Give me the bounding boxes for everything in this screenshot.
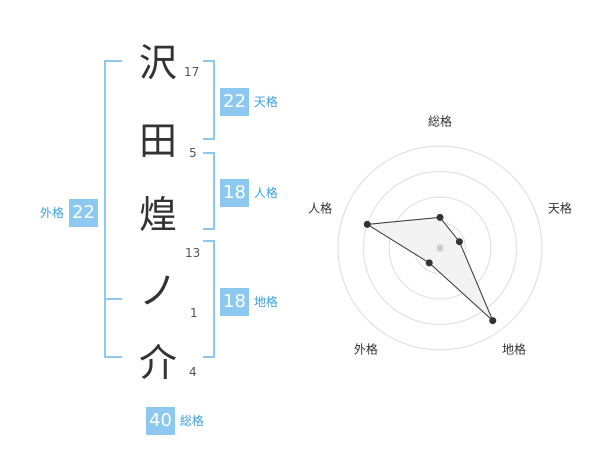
chikaku-label: 地格 (253, 295, 278, 309)
radar-ring (363, 171, 517, 325)
radar-point-2 (455, 238, 463, 246)
radar-point-3 (489, 317, 497, 325)
radar-shape (363, 213, 497, 325)
soukaku-badge-group: 40 総格 (146, 407, 204, 435)
radar-polygon (365, 216, 494, 321)
chikaku-value: 18 (220, 288, 249, 316)
name-char-4: ノ (138, 269, 177, 313)
chikaku-badge-group: 18 地格 (220, 288, 278, 316)
radar-axis-label-3: 地格 (502, 341, 526, 356)
name-char-1: 沢 (138, 41, 177, 85)
radar-center-point (436, 244, 444, 252)
gaikaku-bracket-lower (104, 298, 122, 358)
gaikaku-bracket-upper (104, 60, 122, 300)
radar-axis-label-5: 人格 (308, 201, 332, 216)
radar-ring (337, 145, 543, 351)
tenkaku-value: 22 (220, 88, 249, 116)
gaikaku-badge-group: 外格 22 (40, 199, 98, 227)
tenkaku-badge-group: 22 天格 (220, 88, 278, 116)
gaikaku-value: 22 (69, 199, 98, 227)
tenkaku-label: 天格 (253, 95, 278, 109)
radar-ring (388, 196, 492, 300)
radar-point-1 (436, 213, 444, 221)
name-char-5: 介 (138, 341, 177, 385)
stroke-count-2: 5 (189, 146, 197, 160)
jinkaku-label: 人格 (253, 186, 278, 200)
stroke-count-3: 13 (185, 246, 201, 260)
soukaku-value: 40 (146, 407, 175, 435)
name-char-2: 田 (138, 119, 177, 163)
name-char-3: 煌 (138, 193, 177, 237)
soukaku-label: 総格 (179, 414, 204, 428)
gaikaku-bracket-divider (104, 298, 116, 300)
tenkaku-bracket (203, 60, 215, 140)
radar-point-4 (425, 259, 433, 267)
radar-axis-label-1: 総格 (428, 114, 452, 129)
jinkaku-value: 18 (220, 179, 249, 207)
radar-axis-label-2: 天格 (548, 201, 572, 216)
radar-point-5 (363, 220, 371, 228)
jinkaku-badge-group: 18 人格 (220, 179, 278, 207)
stroke-count-5: 4 (189, 365, 197, 379)
radar-axis-label-4: 外格 (354, 341, 378, 356)
gaikaku-label: 外格 (40, 206, 65, 220)
stroke-count-4: 1 (190, 306, 198, 320)
stroke-count-1: 17 (184, 65, 200, 79)
chikaku-bracket (203, 240, 215, 358)
jinkaku-bracket (203, 152, 215, 230)
